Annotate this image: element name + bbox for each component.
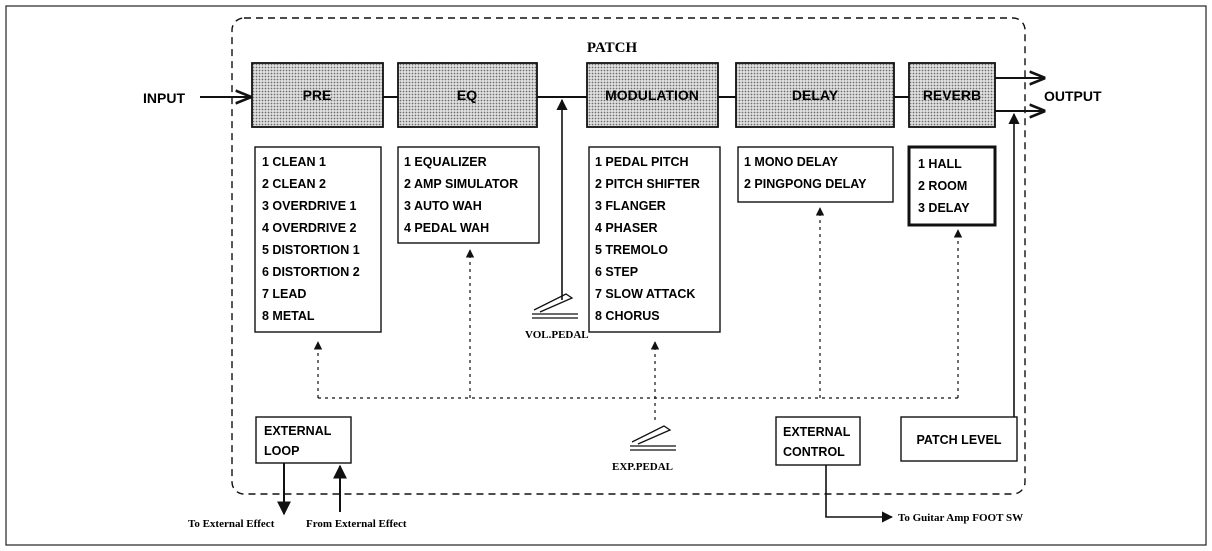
external-control-box	[775, 416, 861, 466]
list-eq: 1 EQUALIZER 2 AMP SIMULATOR 3 AUTO WAH 4…	[404, 155, 518, 235]
list-item: 2 PITCH SHIFTER	[595, 177, 700, 191]
block-pre-label: PRE	[303, 87, 332, 103]
list-item: 5 DISTORTION 1	[262, 243, 360, 257]
block-delay-label: DELAY	[792, 87, 839, 103]
list-delay: 1 MONO DELAY 2 PINGPONG DELAY	[744, 155, 867, 191]
to-foot-sw-arrow	[825, 465, 894, 523]
patch-level-box	[900, 416, 1018, 462]
list-pre-box	[254, 146, 382, 333]
list-item: 1 PEDAL PITCH	[595, 155, 689, 169]
outer-frame	[5, 5, 1207, 546]
list-item: 2 PINGPONG DELAY	[744, 177, 867, 191]
from-external-effect-label: From External Effect	[306, 518, 407, 530]
list-reverb: 1 HALL 2 ROOM 3 DELAY	[918, 157, 970, 215]
to-external-effect-label: To External Effect	[188, 518, 275, 530]
list-item: 8 METAL	[262, 309, 315, 323]
list-item: 3 DELAY	[918, 201, 970, 215]
list-item: 2 ROOM	[918, 179, 967, 193]
list-item: 6 STEP	[595, 265, 638, 279]
patch-boundary	[231, 17, 1026, 495]
list-reverb-box	[907, 145, 997, 227]
list-item: 1 MONO DELAY	[744, 155, 839, 169]
list-item: 3 OVERDRIVE 1	[262, 199, 357, 213]
list-delay-box	[737, 146, 894, 203]
vol-pedal-icon	[532, 293, 578, 319]
list-item: 7 LEAD	[262, 287, 306, 301]
external-control-line-2: CONTROL	[783, 445, 845, 459]
external-loop-box	[255, 416, 352, 464]
block-modulation	[586, 62, 719, 128]
list-item: 2 CLEAN 2	[262, 177, 326, 191]
list-eq-box	[397, 146, 540, 244]
control-bus	[313, 207, 963, 420]
list-item: 7 SLOW ATTACK	[595, 287, 695, 301]
list-item: 4 PHASER	[595, 221, 658, 235]
list-item: 3 FLANGER	[595, 199, 666, 213]
block-eq-label: EQ	[457, 87, 477, 103]
to-foot-sw-label: To Guitar Amp FOOT SW	[898, 512, 1023, 524]
input-label: INPUT	[143, 90, 185, 106]
patch-level-label: PATCH LEVEL	[917, 433, 1002, 447]
list-item: 1 CLEAN 1	[262, 155, 326, 169]
block-modulation-label: MODULATION	[605, 87, 699, 103]
list-pre: 1 CLEAN 1 2 CLEAN 2 3 OVERDRIVE 1 4 OVER…	[262, 155, 360, 323]
block-pre	[251, 62, 384, 128]
exp-pedal-icon	[630, 425, 676, 451]
block-reverb-label: REVERB	[923, 87, 981, 103]
list-modulation-box	[588, 146, 721, 333]
external-loop-line-1: EXTERNAL	[264, 424, 332, 438]
list-item: 1 EQUALIZER	[404, 155, 487, 169]
list-item: 4 PEDAL WAH	[404, 221, 489, 235]
output-label: OUTPUT	[1044, 88, 1102, 104]
external-control-line-1: EXTERNAL	[783, 425, 851, 439]
list-item: 3 AUTO WAH	[404, 199, 482, 213]
list-item: 1 HALL	[918, 157, 962, 171]
block-eq	[397, 62, 538, 128]
patch-title: PATCH	[587, 40, 638, 56]
list-item: 4 OVERDRIVE 2	[262, 221, 357, 235]
external-loop-line-2: LOOP	[264, 444, 299, 458]
vol-pedal-label: VOL.PEDAL	[525, 329, 589, 341]
block-delay	[735, 62, 895, 128]
block-reverb	[908, 62, 996, 128]
list-item: 5 TREMOLO	[595, 243, 668, 257]
list-item: 6 DISTORTION 2	[262, 265, 360, 279]
list-item: 8 CHORUS	[595, 309, 660, 323]
list-modulation: 1 PEDAL PITCH 2 PITCH SHIFTER 3 FLANGER …	[595, 155, 700, 323]
list-item: 2 AMP SIMULATOR	[404, 177, 518, 191]
exp-pedal-label: EXP.PEDAL	[612, 461, 673, 473]
